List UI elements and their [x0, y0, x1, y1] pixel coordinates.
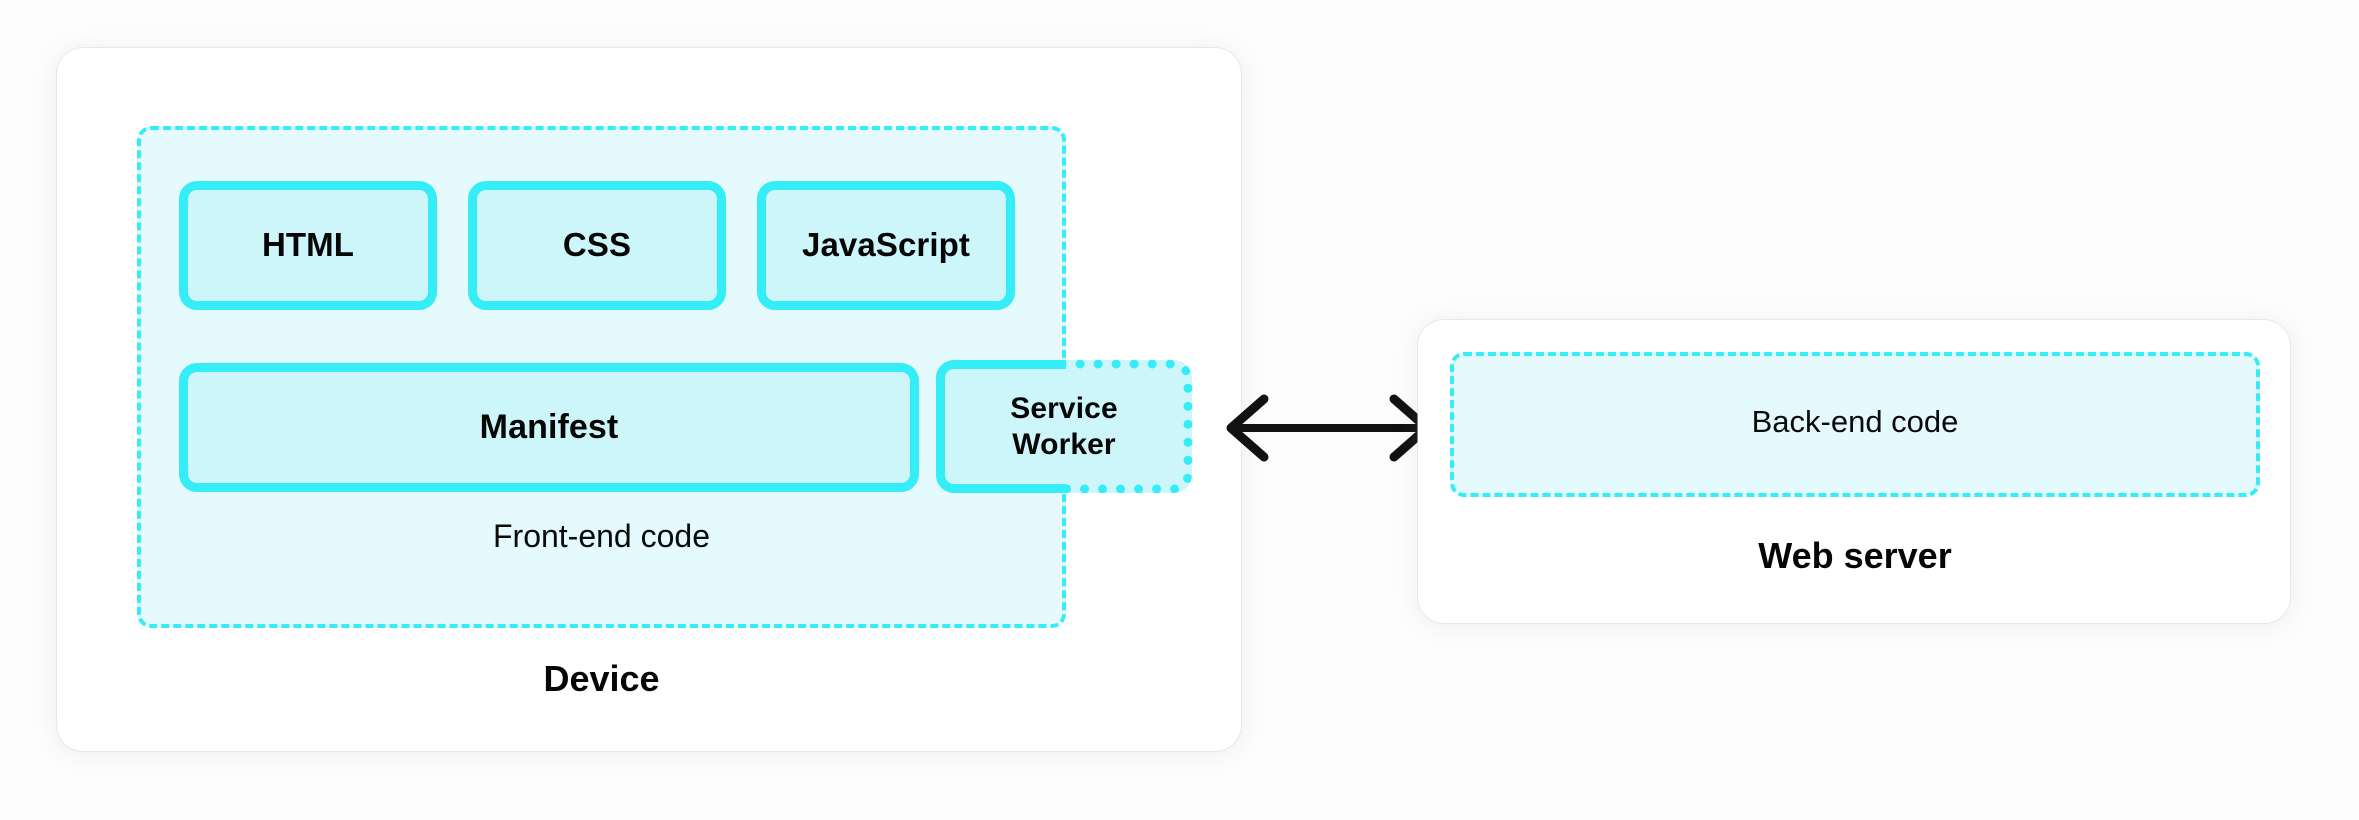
backend-code-caption: Back-end code — [1751, 404, 1959, 439]
tech-box-manifest-label: Manifest — [479, 408, 619, 447]
tech-box-javascript[interactable]: JavaScript — [757, 181, 1015, 310]
tech-box-manifest[interactable]: Manifest — [179, 363, 919, 492]
frontend-code-caption: Front-end code — [492, 518, 710, 554]
tech-box-service-worker[interactable]: Service Worker — [936, 360, 1192, 493]
tech-box-html[interactable]: HTML — [179, 181, 437, 310]
service-worker-label-line1: Service — [1010, 392, 1118, 426]
web-server-card-title: Web server — [1758, 535, 1952, 576]
tech-box-service-worker-label: Service Worker — [1010, 391, 1117, 462]
tech-box-javascript-label: JavaScript — [802, 226, 970, 264]
double-arrow-icon — [1226, 394, 1432, 462]
device-card-title: Device — [543, 658, 660, 699]
tech-box-html-label: HTML — [261, 226, 355, 264]
backend-code-region — [1450, 352, 2260, 497]
tech-box-css[interactable]: CSS — [468, 181, 726, 310]
tech-box-css-label: CSS — [562, 226, 632, 264]
service-worker-label-line2: Worker — [1012, 427, 1116, 461]
